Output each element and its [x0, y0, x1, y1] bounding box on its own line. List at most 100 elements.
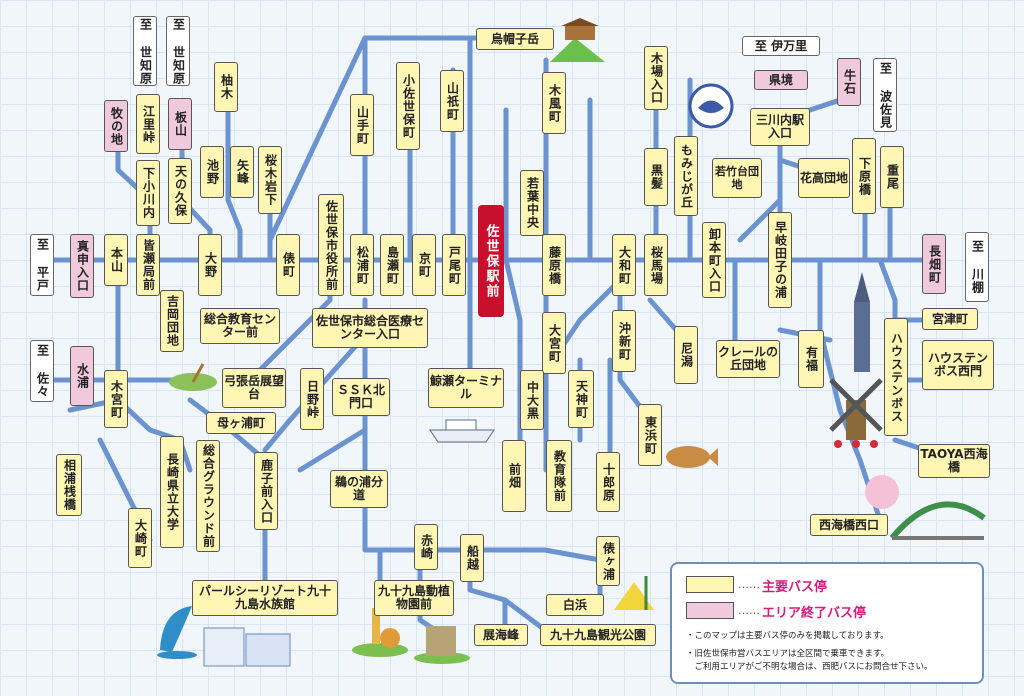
bus-stop-mizuura[interactable]: 水浦 [70, 346, 94, 406]
bus-stop-fujiwarabashi[interactable]: 藤原橋 [542, 234, 566, 296]
bus-stop-maehata[interactable]: 前畑 [502, 440, 526, 512]
bus-stop-kosasebocho[interactable]: 小佐世保町 [396, 62, 420, 150]
bus-stop-arifuku[interactable]: 有福 [798, 330, 824, 388]
bus-stop-hayagitago[interactable]: 早岐田子の浦 [768, 212, 792, 308]
bus-stop-yoshioka[interactable]: 吉岡団地 [160, 290, 184, 352]
bus-stop-creal[interactable]: クレールの丘団地 [716, 340, 780, 378]
bus-stop-eritoge[interactable]: 江里峠 [136, 94, 160, 154]
bus-stop-kakodanchi[interactable]: 花高団地 [798, 158, 850, 198]
bus-stop-yumihari[interactable]: 弓張岳展望台 [222, 368, 286, 408]
bus-stop-kujukujima-park[interactable]: 九十九島観光公園 [540, 624, 656, 646]
bus-stop-okasaki[interactable]: 大崎町 [128, 508, 152, 568]
bus-stop-nakaoguro[interactable]: 中大黒 [520, 370, 544, 430]
bus-stop-okishin[interactable]: 沖新町 [612, 310, 636, 372]
destination-imari: 至 伊万里 [742, 36, 820, 56]
bus-stop-mikawachi[interactable]: 三川内駅入口 [750, 108, 810, 146]
bus-stop-yamine[interactable]: 矢峰 [230, 146, 254, 198]
fish-illustration [662, 440, 718, 474]
bus-stop-itayama[interactable]: 板山 [168, 98, 192, 150]
bus-stop-sakurababa[interactable]: 桜馬場 [644, 234, 668, 296]
bus-stop-yunoki[interactable]: 柚木 [214, 62, 238, 112]
ship-illustration [428, 412, 498, 446]
bus-stop-nagasakiuni[interactable]: 長崎県立大学 [160, 436, 184, 548]
bus-stop-minaseko[interactable]: 皆瀬局前 [136, 234, 160, 296]
bus-stop-ono[interactable]: 大野 [198, 234, 222, 296]
bus-stop-wakabachuo[interactable]: 若葉中央 [520, 170, 544, 236]
bus-stop-funakoshi[interactable]: 船越 [460, 534, 484, 582]
sasebo-station-stop[interactable]: 佐世保駅前 [478, 205, 504, 317]
bus-stop-shimohara[interactable]: 下原橋 [852, 138, 876, 214]
bus-stop-wakatakedai[interactable]: 若竹台団地 [712, 158, 762, 198]
bus-stop-udonoura[interactable]: 鵜の浦分道 [330, 470, 388, 508]
bus-stop-gyu-ishi[interactable]: 牛石 [837, 58, 861, 106]
bus-stop-motoyama[interactable]: 本山 [104, 234, 128, 286]
bus-stop-tenjin[interactable]: 天神町 [568, 370, 594, 428]
legend-area-end-swatch [686, 602, 734, 619]
bus-stop-daimiya[interactable]: 大宮町 [542, 312, 566, 374]
destination-saza: 至 佐々 [30, 340, 54, 402]
destination-hirado: 至 平戸 [30, 234, 54, 296]
bus-stop-tenkaiho[interactable]: 展海峰 [474, 624, 528, 646]
bus-stop-kamotocho[interactable]: 卸本町入口 [702, 222, 726, 298]
bus-stop-shigeo[interactable]: 重尾 [880, 146, 904, 208]
bus-stop-kyomachi[interactable]: 京町 [412, 234, 436, 296]
bus-stop-sogokyoiku[interactable]: 総合教育センター前 [200, 308, 280, 344]
legend-main-swatch [686, 576, 734, 593]
bus-stop-pearlsea[interactable]: パールシーリゾート九十九島水族館 [192, 580, 338, 616]
bus-stop-akasaki[interactable]: 赤崎 [414, 524, 438, 570]
bus-stop-yamatocho[interactable]: 大和町 [612, 234, 636, 296]
bus-stop-toocho[interactable]: 戸尾町 [442, 234, 466, 296]
bus-stop-ssk[interactable]: ＳＳＫ北門口 [332, 378, 390, 416]
note-line-1: ・このマップは主要バス停のみを掲載しております。 [686, 631, 889, 641]
bus-stop-kyoikutai[interactable]: 教育隊前 [546, 440, 572, 512]
bus-stop-kengyo[interactable]: 県境 [754, 70, 808, 90]
bus-stop-hinotoge[interactable]: 日野峠 [300, 368, 324, 430]
bus-stop-yamagiocho[interactable]: 山祇町 [440, 70, 464, 132]
bus-stop-huiswest[interactable]: ハウステンボス西門 [922, 340, 994, 390]
bus-stop-eboshidake[interactable]: 烏帽子岳 [476, 28, 554, 50]
bus-stop-kinoura[interactable]: 木風町 [542, 72, 566, 134]
bus-stop-tennokubo[interactable]: 天の久保 [168, 158, 192, 224]
bus-stop-shirahama[interactable]: 白浜 [546, 594, 604, 616]
cherry-blossom-illustration [862, 472, 902, 512]
bus-stop-huis[interactable]: ハウステンボス [884, 318, 908, 436]
bus-stop-kibaguchi[interactable]: 木場入口 [644, 46, 668, 110]
bus-stop-sogoground[interactable]: 総合グラウンド前 [196, 440, 220, 552]
bus-stop-kuroge[interactable]: 黒髪 [644, 148, 668, 206]
bus-stop-matsuuracho[interactable]: 松浦町 [350, 234, 374, 296]
bus-stop-niigata[interactable]: 尼潟 [674, 326, 698, 384]
bus-stop-hahagaura[interactable]: 母ヶ浦町 [206, 412, 276, 434]
dolphin-illustration [152, 600, 202, 660]
windmill-illustration [826, 370, 886, 450]
bus-stop-kasaurafuku[interactable]: 俵ヶ浦 [596, 536, 620, 586]
bus-stop-jurohara[interactable]: 十郎原 [596, 452, 620, 512]
bus-stop-ike[interactable]: 池野 [200, 146, 224, 198]
legend-area-end-dots: …… [738, 604, 760, 617]
note-line-2: ・旧佐世保市営バスエリアは全区間で乗車できます。 [686, 649, 890, 659]
bus-stop-momijigaoka[interactable]: もみじが丘 [674, 136, 698, 216]
bus-stop-kujukujima-zoo[interactable]: 九十九島動植物園前 [374, 580, 454, 616]
bus-stop-kujiraterm[interactable]: 鯨瀬ターミナル [428, 368, 504, 408]
destination-kawatana: 至 川棚 [965, 232, 989, 302]
bus-stop-nagahata[interactable]: 長畑町 [922, 234, 946, 294]
tower-illustration [848, 272, 876, 372]
bus-stop-shimasecho[interactable]: 島瀬町 [380, 234, 404, 296]
bus-stop-yamatecho[interactable]: 山手町 [350, 94, 374, 156]
bridge-illustration [889, 488, 986, 550]
bus-stop-makinoji[interactable]: 牧の地 [104, 100, 128, 152]
legend-area-end-label: エリア終了バス停 [762, 606, 867, 621]
bus-stop-sakuragiiwashita[interactable]: 桜木岩下 [258, 146, 282, 214]
bus-stop-sogoiryo[interactable]: 佐世保市総合医療センター入口 [312, 308, 428, 348]
bus-stop-shiyakushomae[interactable]: 佐世保市役所前 [318, 194, 344, 296]
bus-stop-manaka[interactable]: 真申入口 [70, 234, 94, 298]
bus-stop-taoya[interactable]: TAOYA西海橋 [918, 444, 990, 478]
bus-stop-kashimae[interactable]: 鹿子前入口 [254, 452, 278, 530]
bus-stop-kinomiya[interactable]: 木宮町 [104, 370, 128, 428]
bus-stop-shimokogawachi[interactable]: 下小川内 [136, 160, 160, 226]
bus-stop-higashihama[interactable]: 東浜町 [638, 404, 662, 466]
bus-stop-miyazu[interactable]: 宮津町 [922, 308, 978, 330]
bus-stop-ainoura[interactable]: 相浦桟橋 [56, 454, 82, 516]
bus-stop-tawaramachi[interactable]: 俵町 [276, 234, 300, 296]
destination-sechibara-1: 至 世知原 [133, 16, 157, 86]
bus-stop-saikaibashi[interactable]: 西海橋西口 [810, 514, 888, 536]
